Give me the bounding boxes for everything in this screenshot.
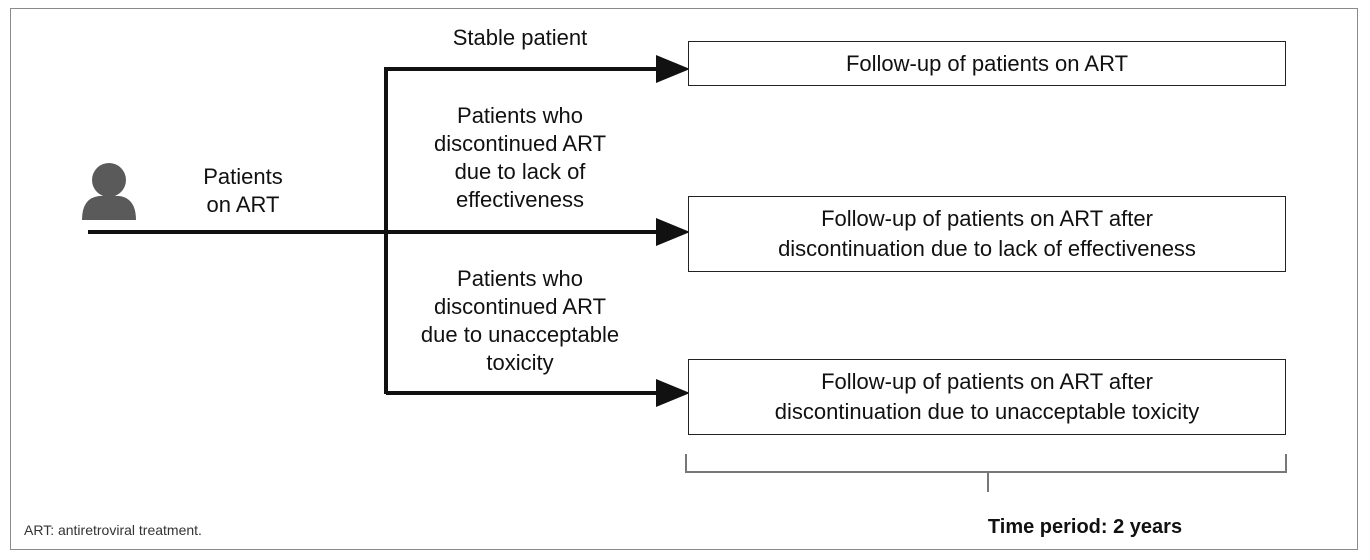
box-follow-up-toxicity: Follow-up of patients on ART after disco… [688, 359, 1286, 435]
person-icon [82, 163, 136, 220]
branch-label-effectiveness: Patients who discontinued ART due to lac… [433, 103, 607, 212]
start-label-text: Patients on ART [203, 164, 283, 217]
patients-on-art-label: Patients on ART [168, 163, 318, 219]
diagram-frame [10, 8, 1358, 550]
branch-label-toxicity: Patients who discontinued ART due to una… [420, 266, 620, 375]
branch-label-stable: Stable patient [452, 25, 588, 50]
box-follow-up-effectiveness: Follow-up of patients on ART after disco… [688, 196, 1286, 272]
arrow-head-toxicity [656, 379, 690, 407]
time-period-label: Time period: 2 years [987, 516, 1183, 538]
box-follow-up-stable: Follow-up of patients on ART [688, 41, 1286, 86]
arrow-head-stable [656, 55, 690, 83]
footnote: ART: antiretroviral treatment. [24, 522, 202, 538]
time-bracket [685, 454, 1287, 473]
arrow-head-effectiveness [656, 218, 690, 246]
